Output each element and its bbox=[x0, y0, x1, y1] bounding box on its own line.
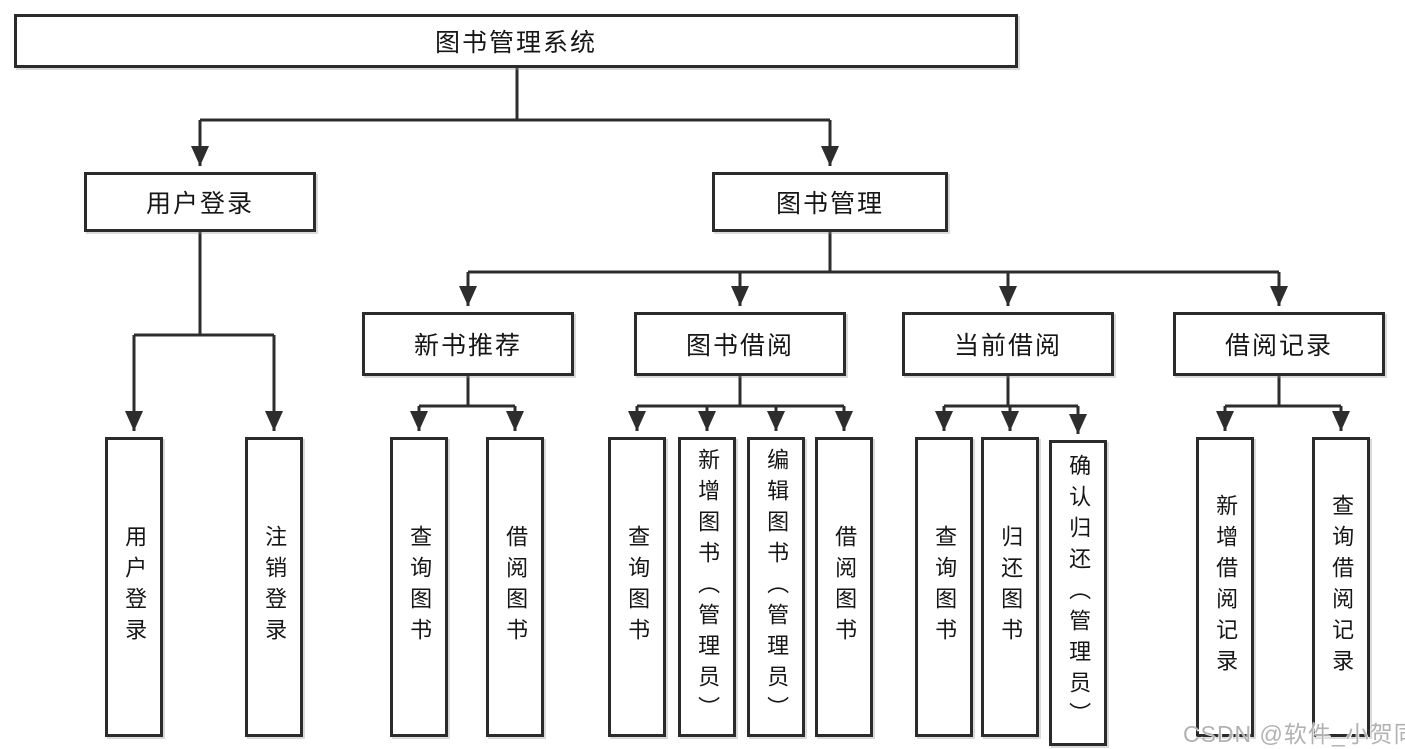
leaf-edit-books-admin: 编辑图书（管理员） bbox=[747, 437, 805, 737]
leaf-label: 确认归还（管理员） bbox=[1066, 453, 1092, 733]
edge-book-borrow-to-leaves bbox=[628, 376, 853, 431]
leaf-return-books: 归还图书 bbox=[981, 437, 1039, 737]
node-new-book-recommend: 新书推荐 bbox=[362, 312, 574, 376]
leaf-confirm-return-admin: 确认归还（管理员） bbox=[1049, 440, 1107, 746]
leaf-query-borrow-record: 查询借阅记录 bbox=[1312, 437, 1370, 737]
leaf-label: 新增借阅记录 bbox=[1213, 494, 1239, 680]
edge-book-management-to-modules bbox=[459, 232, 1288, 306]
node-book-borrow: 图书借阅 bbox=[634, 312, 846, 376]
leaf-label: 编辑图书（管理员） bbox=[764, 447, 790, 727]
leaf-label: 查询图书 bbox=[625, 525, 651, 649]
leaf-label: 用户登录 bbox=[122, 525, 148, 649]
node-current-borrow: 当前借阅 bbox=[902, 312, 1114, 376]
leaf-label: 归还图书 bbox=[998, 525, 1024, 649]
leaf-borrow-books: 借阅图书 bbox=[815, 437, 873, 737]
edge-user-login-to-leaves bbox=[125, 232, 283, 431]
leaf-user-login: 用户登录 bbox=[105, 437, 163, 737]
leaf-label: 借阅图书 bbox=[832, 525, 858, 649]
leaf-add-borrow-record: 新增借阅记录 bbox=[1196, 437, 1254, 737]
edge-borrow-records-to-leaves bbox=[1216, 376, 1350, 431]
leaf-label: 注销登录 bbox=[262, 525, 288, 649]
edge-current-borrow-to-leaves bbox=[935, 376, 1087, 434]
leaf-label: 新增图书（管理员） bbox=[695, 447, 721, 727]
leaf-label: 查询借阅记录 bbox=[1329, 494, 1355, 680]
csdn-watermark: CSDN @软件_小贺同学 bbox=[1183, 721, 1405, 747]
edge-root-to-level2 bbox=[191, 68, 839, 166]
leaf-query-books-borrow: 查询图书 bbox=[608, 437, 666, 737]
node-user-login: 用户登录 bbox=[84, 172, 316, 232]
node-borrow-records: 借阅记录 bbox=[1173, 312, 1385, 376]
leaf-label: 查询图书 bbox=[407, 525, 433, 649]
node-root: 图书管理系统 bbox=[14, 14, 1018, 68]
leaf-query-books-recommend: 查询图书 bbox=[390, 437, 448, 737]
leaf-label: 查询图书 bbox=[932, 525, 958, 649]
leaf-borrow-books-recommend: 借阅图书 bbox=[486, 437, 544, 737]
node-book-management: 图书管理 bbox=[712, 172, 948, 232]
edge-new-book-to-leaves bbox=[410, 376, 524, 431]
leaf-logout: 注销登录 bbox=[245, 437, 303, 737]
leaf-label: 借阅图书 bbox=[503, 525, 529, 649]
leaf-query-books-current: 查询图书 bbox=[915, 437, 973, 737]
leaf-add-books-admin: 新增图书（管理员） bbox=[678, 437, 736, 737]
